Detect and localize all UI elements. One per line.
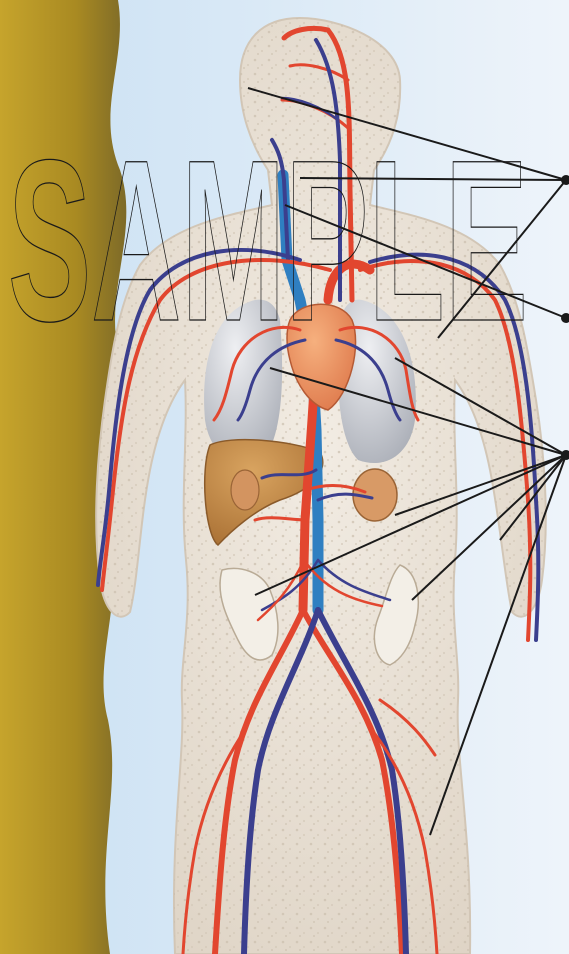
kidney-left xyxy=(231,470,259,510)
